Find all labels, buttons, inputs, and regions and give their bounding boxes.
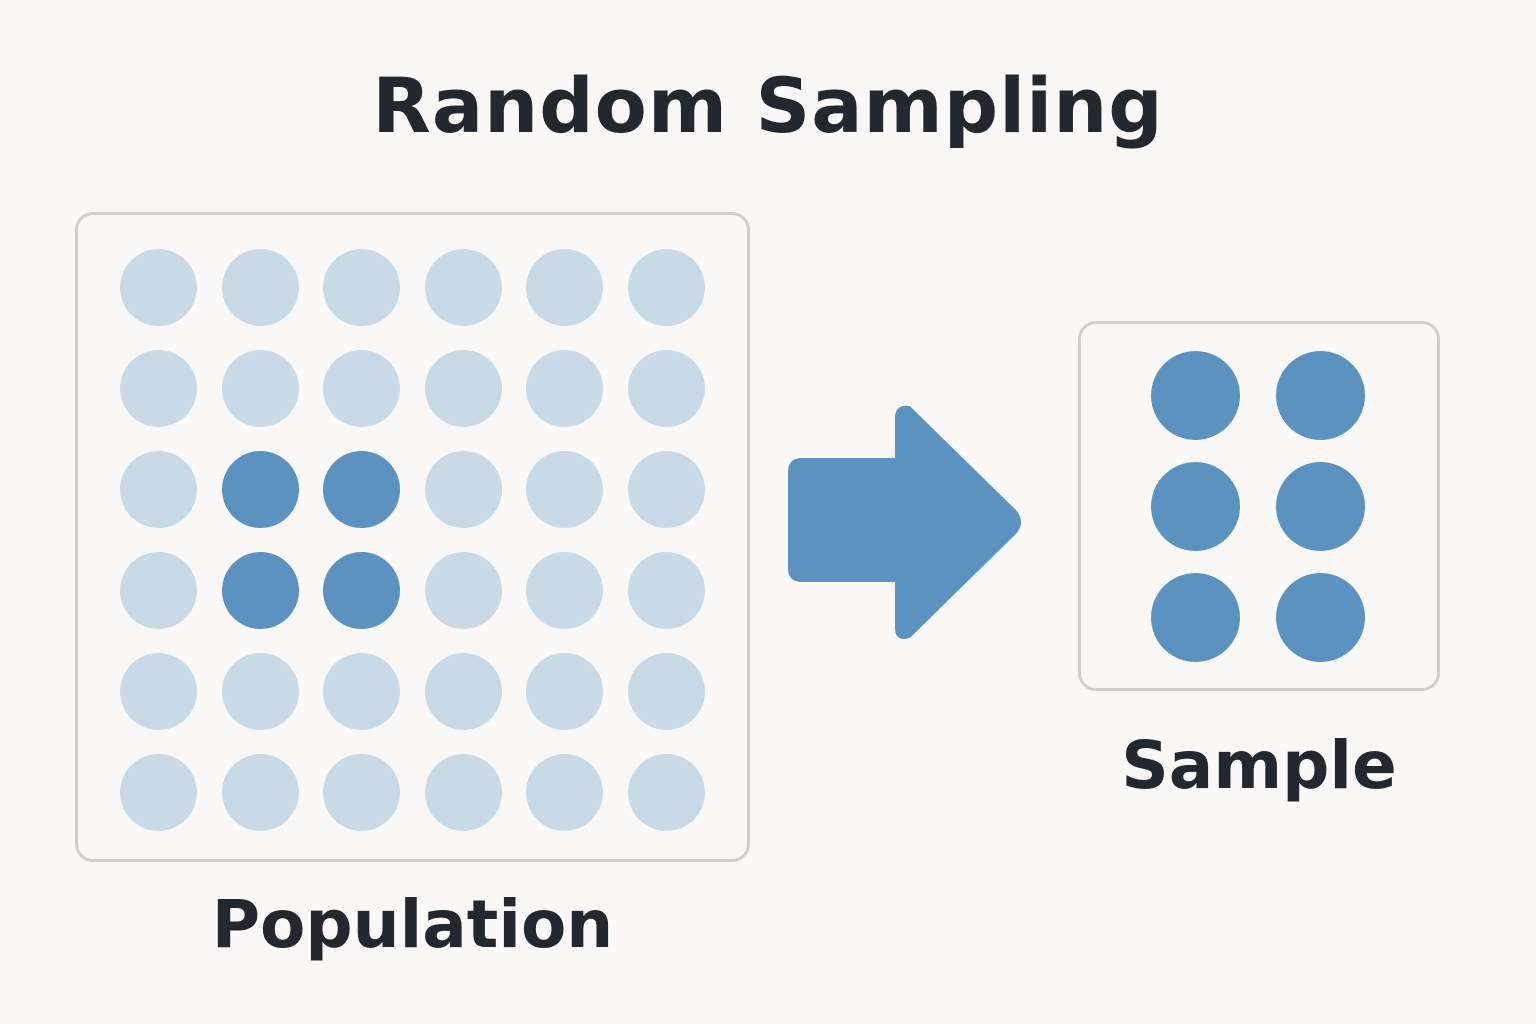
population-dot <box>323 350 401 427</box>
selected-population-dot <box>221 552 299 629</box>
population-dot <box>628 451 705 528</box>
population-dot <box>120 653 197 730</box>
right-arrow-icon <box>788 405 1021 639</box>
sample-panel <box>1078 321 1440 691</box>
population-dot <box>323 249 401 326</box>
sample-dot <box>1276 573 1365 662</box>
population-dot <box>323 754 401 831</box>
population-dot <box>526 350 604 427</box>
population-dot <box>628 249 705 326</box>
population-dot <box>526 451 604 528</box>
population-dot <box>120 754 197 831</box>
population-dot <box>526 653 604 730</box>
selected-population-dot <box>323 451 401 528</box>
selected-population-dot <box>221 451 299 528</box>
sample-dot <box>1151 351 1240 440</box>
population-dot <box>424 754 502 831</box>
sample-label: Sample <box>1121 727 1397 804</box>
population-dot <box>221 249 299 326</box>
population-dot <box>323 653 401 730</box>
population-dot <box>628 653 705 730</box>
population-dot <box>424 451 502 528</box>
population-dot <box>424 552 502 629</box>
population-label: Population <box>211 886 614 963</box>
selected-population-dot <box>323 552 401 629</box>
population-dot <box>120 451 197 528</box>
sample-dot <box>1276 351 1365 440</box>
population-dot <box>221 653 299 730</box>
population-dot <box>526 552 604 629</box>
population-dot <box>221 350 299 427</box>
population-dot <box>628 350 705 427</box>
diagram-title: Random Sampling <box>372 61 1164 150</box>
population-dot <box>120 350 197 427</box>
population-dot <box>120 249 197 326</box>
population-panel <box>75 212 750 862</box>
population-dot <box>424 249 502 326</box>
sample-dot <box>1276 462 1365 551</box>
sample-dot <box>1151 462 1240 551</box>
population-dot <box>424 653 502 730</box>
population-dot <box>120 552 197 629</box>
population-dot <box>628 754 705 831</box>
sample-dot <box>1151 573 1240 662</box>
population-dot <box>526 754 604 831</box>
population-dot <box>221 754 299 831</box>
population-dot <box>526 249 604 326</box>
population-dot <box>628 552 705 629</box>
population-dot <box>424 350 502 427</box>
